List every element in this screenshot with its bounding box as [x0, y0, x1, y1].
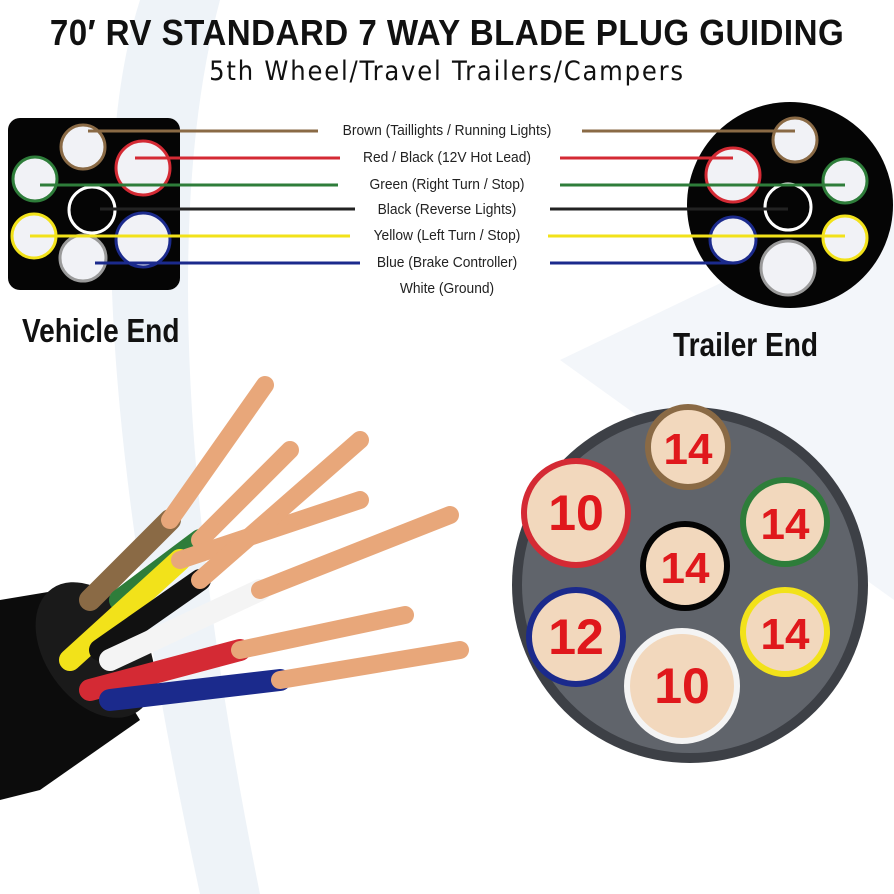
trailer-pin-red: [704, 146, 762, 204]
gauge-pin-black: [640, 521, 730, 611]
copper-conductor: [251, 506, 459, 599]
cable-wire-insulation: [79, 639, 251, 701]
trailer-pin-white: [759, 239, 817, 297]
cable-wire-insulation: [99, 579, 271, 671]
page-subtitle: 5th Wheel/Travel Trailers/Campers: [209, 56, 685, 87]
page-title: 70′ RV STANDARD 7 WAY BLADE PLUG GUIDING: [49, 12, 845, 53]
vehicle-pin-blue: [114, 211, 172, 269]
gauge-number-white: 10: [654, 658, 710, 714]
gauge-number-red: 10: [548, 485, 604, 541]
cable-wire-insulation: [79, 509, 181, 611]
wire-label-white: White (Ground): [399, 280, 495, 297]
trailer-pin-blue: [708, 215, 758, 265]
copper-conductor: [191, 441, 299, 549]
gauge-pin-yellow: [740, 587, 830, 677]
trailer-pin-yellow: [821, 214, 869, 262]
vehicle-pin-green: [11, 155, 59, 203]
copper-conductor: [271, 641, 469, 689]
gauge-pin-blue: [526, 587, 626, 687]
vehicle-pin-white: [58, 233, 108, 283]
wire-label-red: Red / Black (12V Hot Lead): [363, 149, 531, 166]
trailer-pin-green: [821, 157, 869, 205]
copper-conductor: [161, 376, 274, 529]
gauge-pin-white: [624, 628, 740, 744]
cable-wire-insulation: [59, 549, 191, 671]
copper-conductor: [231, 606, 414, 659]
copper-conductor: [191, 431, 369, 589]
gauge-pin-brown: [645, 404, 731, 490]
trailer-pin-brown: [771, 116, 819, 164]
gauge-number-yellow: 14: [761, 610, 810, 659]
vehicle-pin-brown: [59, 123, 107, 171]
cable-illustration: [0, 376, 469, 800]
gauge-number-black: 14: [661, 544, 710, 593]
trailer-pin-black: [763, 182, 813, 232]
wire-label-brown: Brown (Taillights / Running Lights): [342, 122, 552, 139]
cable-wire-insulation: [99, 669, 291, 711]
gauge-pin-green: [740, 477, 830, 567]
gauge-number-brown: 14: [664, 425, 713, 474]
wire-label-yellow: Yellow (Left Turn / Stop): [373, 227, 521, 244]
wire-label-black: Black (Reverse Lights): [377, 201, 517, 218]
vehicle-end-label: Vehicle End: [22, 312, 180, 349]
vehicle-pin-red: [114, 139, 172, 197]
wire-label-blue: Blue (Brake Controller): [376, 254, 518, 271]
wire-label-green: Green (Right Turn / Stop): [369, 176, 525, 193]
gauge-pin-red: [521, 458, 631, 568]
trailer-end-label: Trailer End: [673, 326, 818, 363]
gauge-number-blue: 12: [548, 609, 604, 665]
gauge-number-green: 14: [761, 500, 810, 549]
cable-wire-insulation: [89, 569, 211, 661]
